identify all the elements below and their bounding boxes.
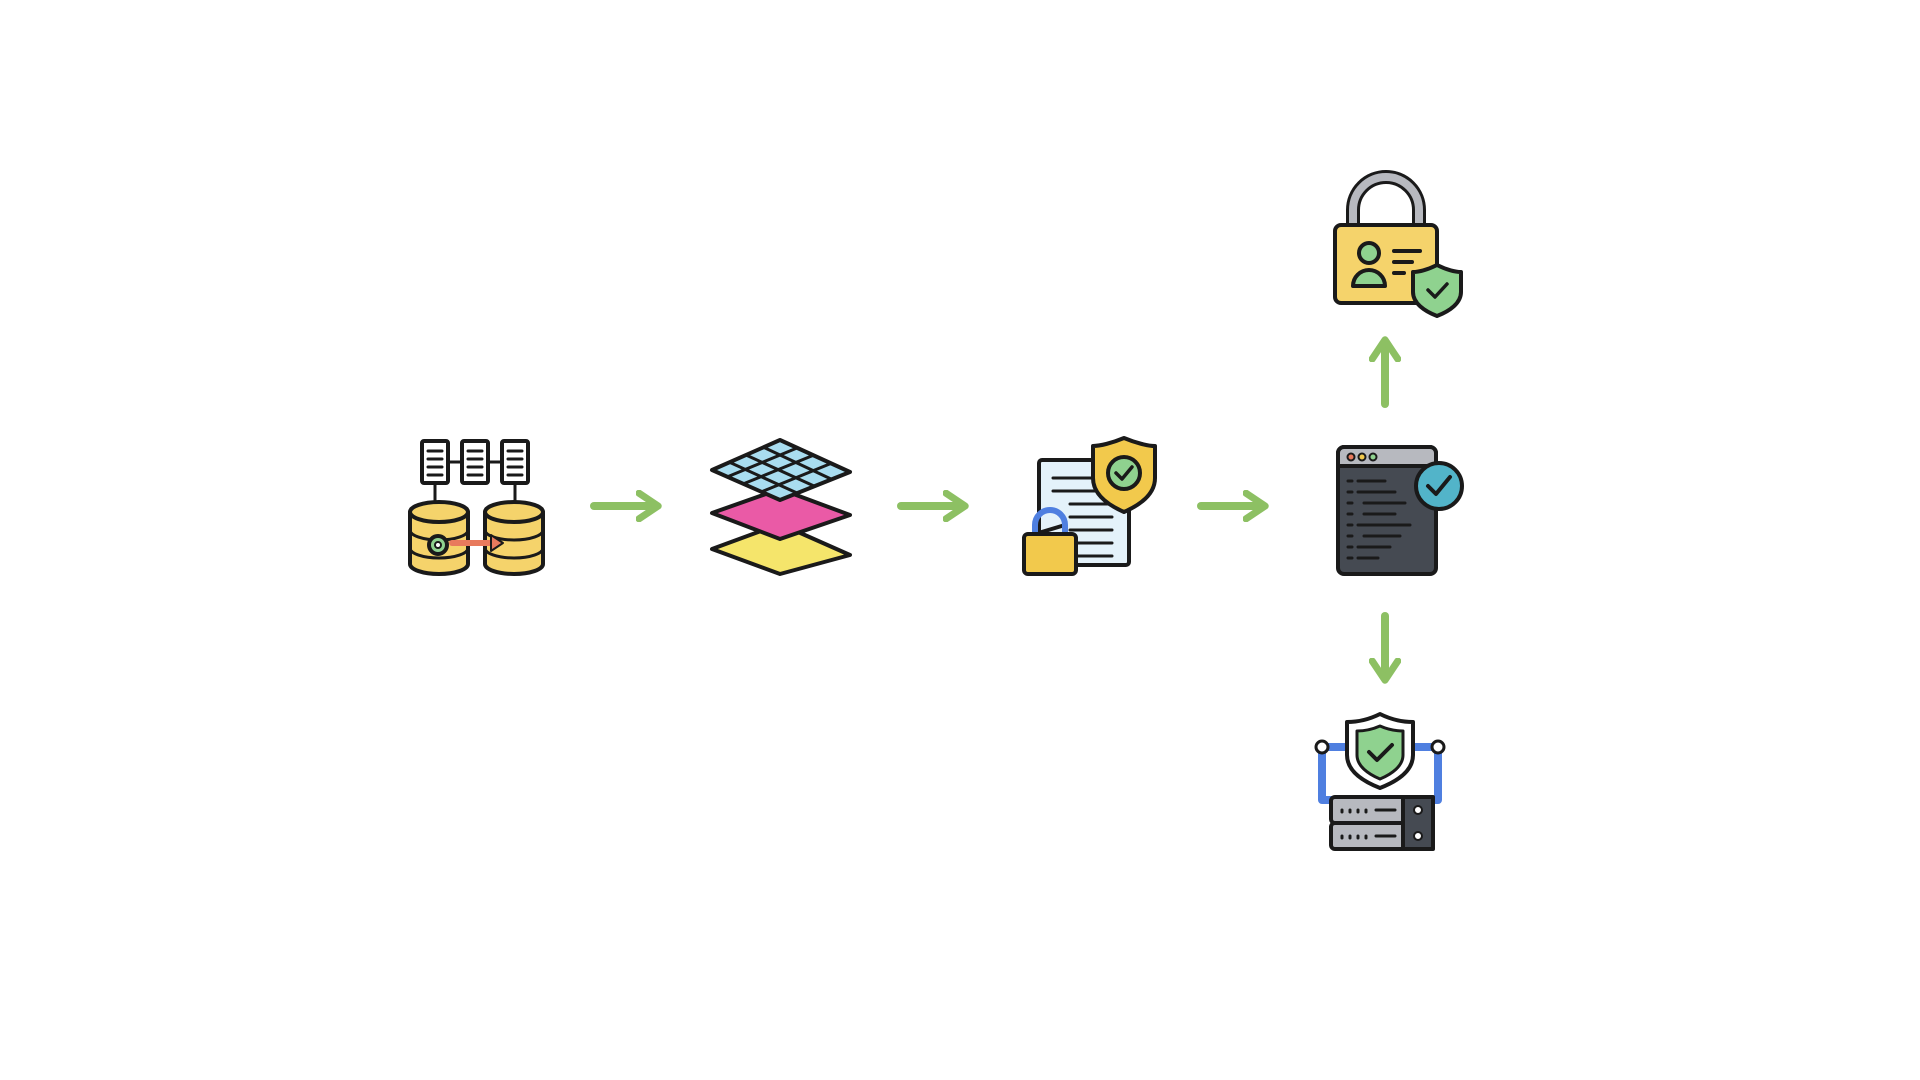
secure-server-icon <box>1314 712 1446 851</box>
database-migration-icon <box>408 439 545 576</box>
stacked-layers-icon <box>710 438 852 576</box>
id-card-lock-icon <box>1333 170 1463 318</box>
secure-document-icon <box>1022 436 1157 576</box>
verified-code-window-icon <box>1336 445 1464 576</box>
